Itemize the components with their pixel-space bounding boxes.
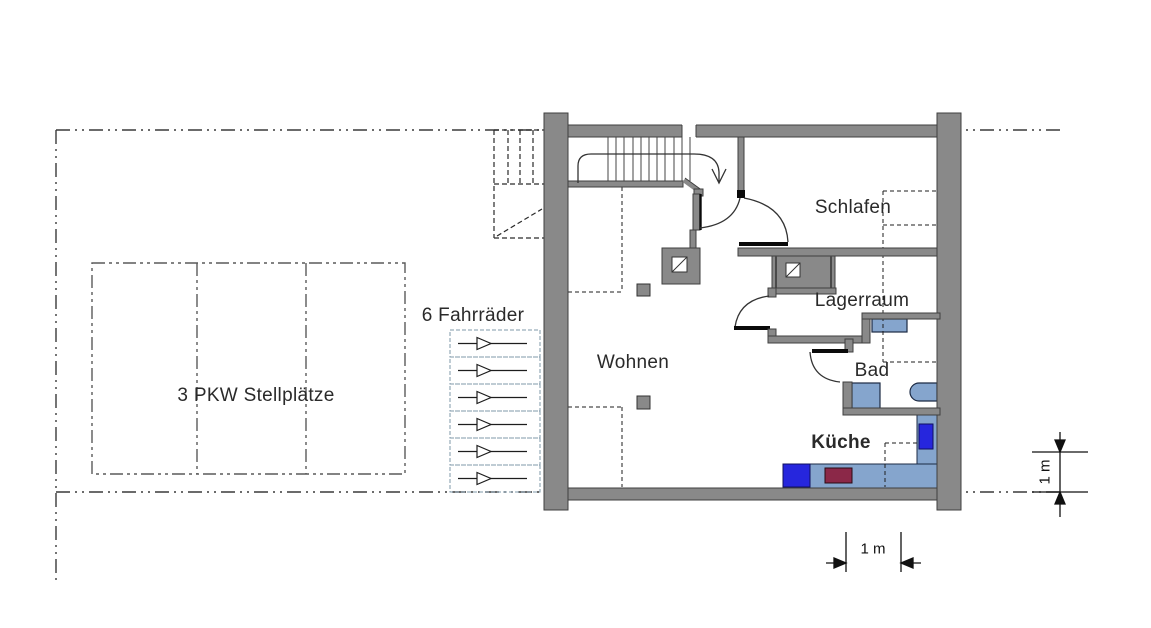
chimney-right [768,255,837,295]
top-wall [567,124,938,138]
bath-shower [851,382,881,411]
living-room-posts [636,283,651,410]
stair-direction-arrow [577,153,727,185]
door-swing-bedroom [743,197,789,243]
hall-and-doors [692,136,789,246]
storage-room-walls [734,287,941,344]
dimension-arrow [833,557,848,569]
kitchen-counters [782,414,938,489]
bottom-wall [567,487,938,501]
scale-bar-horizontal [826,532,921,572]
bath-toilet [909,382,938,402]
door-swing-living [699,197,741,229]
right-wall [936,112,962,511]
dimension-arrow [899,557,914,569]
room-label-storage: Lagerraum [814,290,910,311]
storage-washbasin [871,318,908,333]
kitchen-sink-left [782,463,811,488]
exterior-stair-dashed [493,129,544,239]
scale-text-vertical: 1 m [1036,459,1054,485]
dimension-arrow [1054,439,1066,454]
room-label-bath: Bad [854,360,890,381]
bath-door-leaf [812,349,848,353]
hall-wall-right [737,136,745,198]
room-label-sleeping: Schlafen [814,197,892,218]
scale-text-horizontal: 1 m [860,540,886,558]
bedroom-door-leaf [739,242,788,246]
interior-stair [567,137,727,197]
kitchen-sink-right [918,423,934,450]
top-wall-stair-gap [682,124,696,138]
door-swing-storage [734,295,770,328]
parking-label: 3 PKW Stellplätze [177,385,335,406]
kitchen-stove [824,467,853,484]
bedroom-bottom-wall [737,247,938,257]
room-label-kitchen: Küche [811,432,871,453]
dimension-arrow [1054,490,1066,505]
scale-bar-vertical [1032,432,1088,517]
bike-label: 6 Fahrräder [421,305,525,326]
hall-wall-left [692,193,701,231]
bedroom-wall-and-chimneys [661,229,938,295]
storage-door-leaf [734,326,770,330]
door-swing-bath [809,351,841,383]
room-label-living: Wohnen [596,352,670,373]
bike-slot-icon [458,336,527,486]
left-wall [543,112,569,511]
bath-walls [809,338,941,416]
building-walls [543,112,962,511]
chimney-left [661,229,701,285]
parking-area-outline [91,262,406,475]
knee-wall-dashed-lines [568,187,937,487]
bike-rack [449,329,541,493]
